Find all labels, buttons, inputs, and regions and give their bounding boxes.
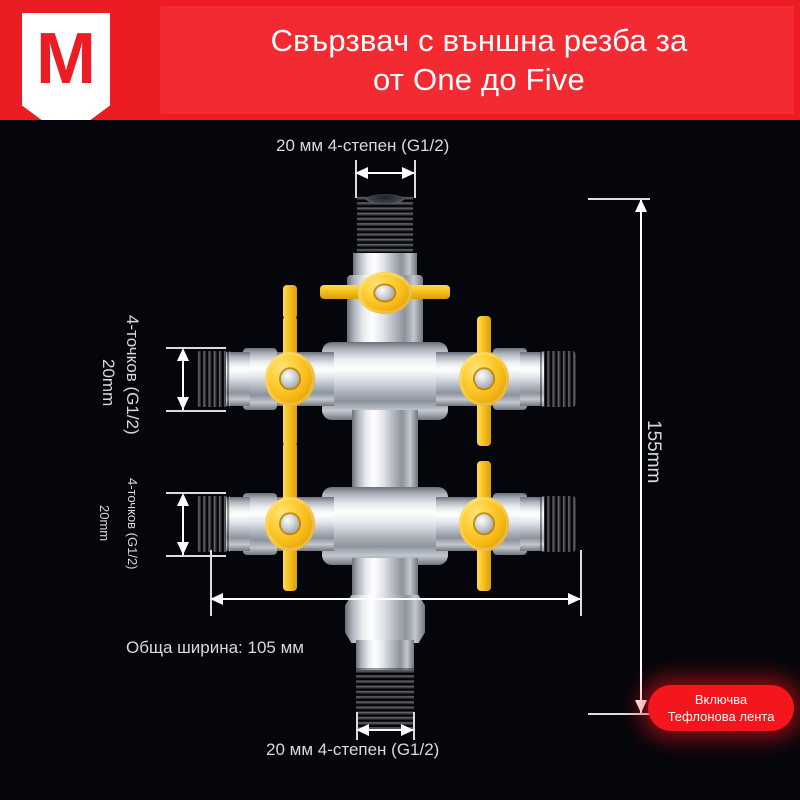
trunk-mid bbox=[352, 410, 418, 490]
title-line-2: от One до Five bbox=[373, 62, 585, 97]
lower-right-shoulder bbox=[520, 497, 544, 551]
header-banner: Свързвач с външна резба за от One до Fiv… bbox=[0, 0, 800, 120]
brand-logo-letter: M bbox=[36, 19, 96, 99]
lower-left-thread bbox=[196, 496, 230, 552]
top-port-arrow-right bbox=[402, 167, 415, 179]
width-arrow-left bbox=[210, 593, 223, 605]
lower-left-dim-line bbox=[182, 495, 184, 555]
height-arrow-up bbox=[635, 199, 647, 212]
upper-left-shoulder bbox=[226, 352, 250, 406]
upper-left-thread-label: 4-точков (G1/2) bbox=[123, 315, 142, 435]
lower-left-arrow-up bbox=[177, 493, 189, 506]
top-port-ext-left bbox=[355, 160, 357, 198]
trunk-lower bbox=[352, 558, 418, 600]
height-ext-top bbox=[588, 198, 650, 200]
bottom-port-arrow-left bbox=[356, 724, 369, 736]
bottom-port-shank bbox=[356, 640, 414, 670]
teflon-tape-badge: Включва Тефлонова лента bbox=[648, 685, 794, 731]
height-arrow-down bbox=[635, 700, 647, 713]
page-title: Свързвач с външна резба за от One до Fiv… bbox=[168, 8, 790, 112]
upper-left-dim-line bbox=[182, 350, 184, 410]
upper-left-ext-bottom bbox=[166, 410, 226, 412]
lower-left-arrow-down bbox=[177, 542, 189, 555]
header-banner-fill bbox=[160, 6, 794, 114]
lower-left-shoulder bbox=[226, 497, 250, 551]
width-dim-line bbox=[212, 598, 580, 600]
top-port-thread bbox=[357, 195, 413, 255]
lower-left-thread-label: 4-точков (G1/2) bbox=[125, 478, 140, 570]
upper-right-shoulder bbox=[520, 352, 544, 406]
lower-right-valve-handle-hub[interactable] bbox=[459, 497, 509, 551]
upper-left-arrow-down bbox=[177, 397, 189, 410]
top-port-ext-right bbox=[414, 160, 416, 198]
upper-left-ext-top bbox=[166, 347, 226, 349]
total-width-label: Обща ширина: 105 мм bbox=[126, 638, 304, 657]
bottom-port-dimension-label: 20 мм 4-степен (G1/2) bbox=[266, 740, 440, 759]
bottom-hex-nut bbox=[345, 595, 425, 643]
height-ext-bottom bbox=[588, 713, 650, 715]
top-port-bore bbox=[366, 194, 404, 204]
top-port-dim-line bbox=[357, 172, 414, 174]
teflon-badge-line-1: Включва bbox=[694, 692, 748, 707]
width-arrow-right bbox=[568, 593, 581, 605]
width-ext-right bbox=[580, 550, 582, 616]
top-port-dimension-label: 20 мм 4-степен (G1/2) bbox=[276, 136, 450, 155]
upper-left-valve-handle-arm-top[interactable] bbox=[283, 285, 297, 319]
upper-left-valve-handle-hub[interactable] bbox=[265, 352, 315, 406]
top-valve-handle-hub[interactable] bbox=[358, 272, 412, 314]
upper-left-thread bbox=[196, 351, 230, 407]
top-port-arrow-left bbox=[355, 167, 368, 179]
upper-cross-junction bbox=[322, 342, 448, 420]
upper-right-thread bbox=[540, 351, 576, 407]
upper-right-valve-handle-hub[interactable] bbox=[459, 352, 509, 406]
bottom-port-thread bbox=[356, 668, 414, 730]
upper-left-size-label: 20mm bbox=[99, 359, 118, 407]
lower-cross-junction bbox=[322, 487, 448, 565]
width-ext-left bbox=[210, 550, 212, 616]
bottom-port-arrow-right bbox=[401, 724, 414, 736]
teflon-badge-line-2: Тефлонова лента bbox=[667, 709, 775, 724]
lower-left-ext-top bbox=[166, 492, 226, 494]
title-line-1: Свързвач с външна резба за bbox=[270, 23, 688, 58]
lower-left-valve-handle-hub[interactable] bbox=[265, 497, 315, 551]
bottom-port-dim-line bbox=[358, 729, 413, 731]
lower-left-ext-bottom bbox=[166, 555, 226, 557]
height-dim-line bbox=[640, 200, 642, 713]
lower-right-thread bbox=[540, 496, 576, 552]
total-height-label: 155mm bbox=[643, 420, 664, 484]
lower-left-size-label: 20mm bbox=[97, 505, 112, 542]
upper-left-arrow-up bbox=[177, 348, 189, 361]
